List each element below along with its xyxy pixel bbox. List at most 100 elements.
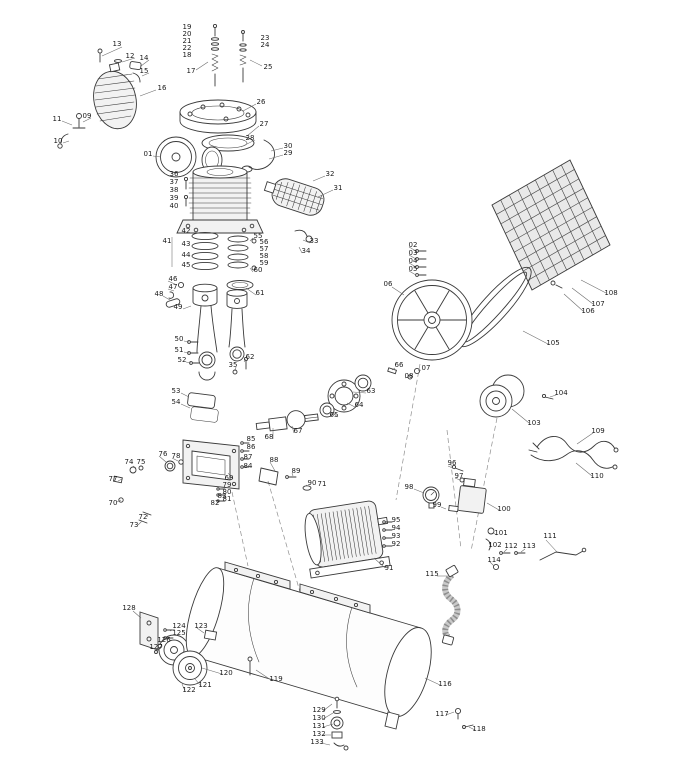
part-label-16: 16 <box>158 84 167 92</box>
part-label-123: 123 <box>194 622 207 630</box>
part-label-13: 13 <box>113 40 122 48</box>
part-label-43: 43 <box>182 240 191 248</box>
part-label-74: 74 <box>125 458 134 466</box>
assembly-dashed-lines <box>231 363 498 593</box>
power-cables <box>528 436 619 470</box>
part-label-92: 92 <box>392 540 401 548</box>
part-label-27: 27 <box>260 120 269 128</box>
part-label-41: 41 <box>163 237 172 245</box>
part-label-69: 69 <box>225 474 234 482</box>
crankcase <box>182 439 240 490</box>
part-label-111: 111 <box>543 532 556 540</box>
part-label-71: 71 <box>318 480 327 488</box>
part-label-39: 39 <box>170 194 179 202</box>
part-label-114: 114 <box>487 556 501 564</box>
part-label-85: 85 <box>247 435 256 443</box>
air-tank <box>185 567 432 717</box>
discharge-tube <box>241 139 275 173</box>
part-label-46: 46 <box>169 275 178 283</box>
belt-guard <box>491 159 611 291</box>
part-label-117: 117 <box>435 710 448 718</box>
flywheel <box>391 279 473 361</box>
part-label-99: 99 <box>433 501 442 509</box>
part-label-33: 33 <box>310 237 319 245</box>
part-label-35: 35 <box>229 361 238 369</box>
part-label-65: 65 <box>330 411 339 419</box>
part-label-84: 84 <box>244 462 253 470</box>
part-label-55: 55 <box>254 232 263 240</box>
part-label-11: 11 <box>53 115 62 123</box>
part-label-108: 108 <box>604 289 617 297</box>
part-label-72: 72 <box>139 513 148 521</box>
part-label-78: 78 <box>172 452 181 460</box>
intake-air-filter <box>93 62 137 130</box>
part-label-81: 81 <box>223 495 232 503</box>
part-label-77: 77 <box>109 475 118 483</box>
part-label-95: 95 <box>392 516 401 524</box>
flywheel-bolts <box>407 249 427 380</box>
side-plate <box>258 467 312 491</box>
check-valve-parts <box>330 696 349 751</box>
part-label-14: 14 <box>140 54 149 62</box>
piston-rings-hp <box>227 235 249 269</box>
part-label-90: 90 <box>308 479 317 487</box>
part-labels: 0102030405060708091011121314151617181920… <box>53 23 618 746</box>
part-label-40: 40 <box>170 202 179 210</box>
part-label-96: 96 <box>448 459 457 467</box>
part-label-103: 103 <box>527 419 540 427</box>
part-label-67: 67 <box>294 427 303 435</box>
part-label-126: 126 <box>157 636 171 644</box>
part-label-54: 54 <box>172 398 181 406</box>
part-label-03: 03 <box>409 249 418 257</box>
part-label-120: 120 <box>219 669 232 677</box>
piston-rings-lp <box>191 231 219 271</box>
motor-pulley <box>479 374 554 418</box>
part-label-110: 110 <box>590 472 603 480</box>
motor-bolts <box>382 520 393 548</box>
part-label-53: 53 <box>172 387 181 395</box>
part-label-64: 64 <box>355 401 364 409</box>
part-label-87: 87 <box>244 453 253 461</box>
base-gaskets <box>187 392 219 423</box>
part-label-106: 106 <box>581 307 595 315</box>
part-label-19: 19 <box>183 23 192 31</box>
part-label-70: 70 <box>109 499 118 507</box>
part-label-56: 56 <box>260 238 269 246</box>
leader-lines <box>61 46 607 746</box>
part-label-116: 116 <box>438 680 452 688</box>
part-label-31: 31 <box>334 184 343 192</box>
part-label-34: 34 <box>302 247 311 255</box>
part-label-22: 22 <box>183 44 192 52</box>
belt-guard-mesh <box>496 164 606 286</box>
belt-guard-panel <box>491 159 611 291</box>
part-label-25: 25 <box>264 63 273 71</box>
mounting-plate-pump <box>224 561 291 590</box>
part-label-94: 94 <box>392 524 401 532</box>
part-label-52: 52 <box>178 356 187 364</box>
part-label-112: 112 <box>504 542 517 550</box>
part-label-63: 63 <box>367 387 376 395</box>
part-label-07: 07 <box>422 364 431 372</box>
part-label-44: 44 <box>182 251 191 259</box>
oil-fittings <box>57 113 86 149</box>
part-label-32: 32 <box>326 170 335 178</box>
part-label-45: 45 <box>182 261 191 269</box>
tank-leg <box>384 711 400 730</box>
part-label-131: 131 <box>312 722 325 730</box>
part-label-97: 97 <box>455 472 464 480</box>
muffler-elbow <box>294 229 313 243</box>
valve-small-parts <box>226 238 257 290</box>
part-label-51: 51 <box>175 346 184 354</box>
part-label-17: 17 <box>187 67 196 75</box>
part-label-37: 37 <box>170 178 179 186</box>
part-label-49: 49 <box>174 303 183 311</box>
part-label-83: 83 <box>218 492 227 500</box>
part-label-06: 06 <box>384 280 393 288</box>
part-label-04: 04 <box>409 257 418 265</box>
cylinder-head <box>179 99 257 134</box>
pressure-gauge <box>422 486 440 509</box>
drain-cock <box>454 707 474 729</box>
part-label-15: 15 <box>140 67 149 75</box>
part-label-57: 57 <box>260 245 269 253</box>
part-label-05: 05 <box>409 265 418 273</box>
